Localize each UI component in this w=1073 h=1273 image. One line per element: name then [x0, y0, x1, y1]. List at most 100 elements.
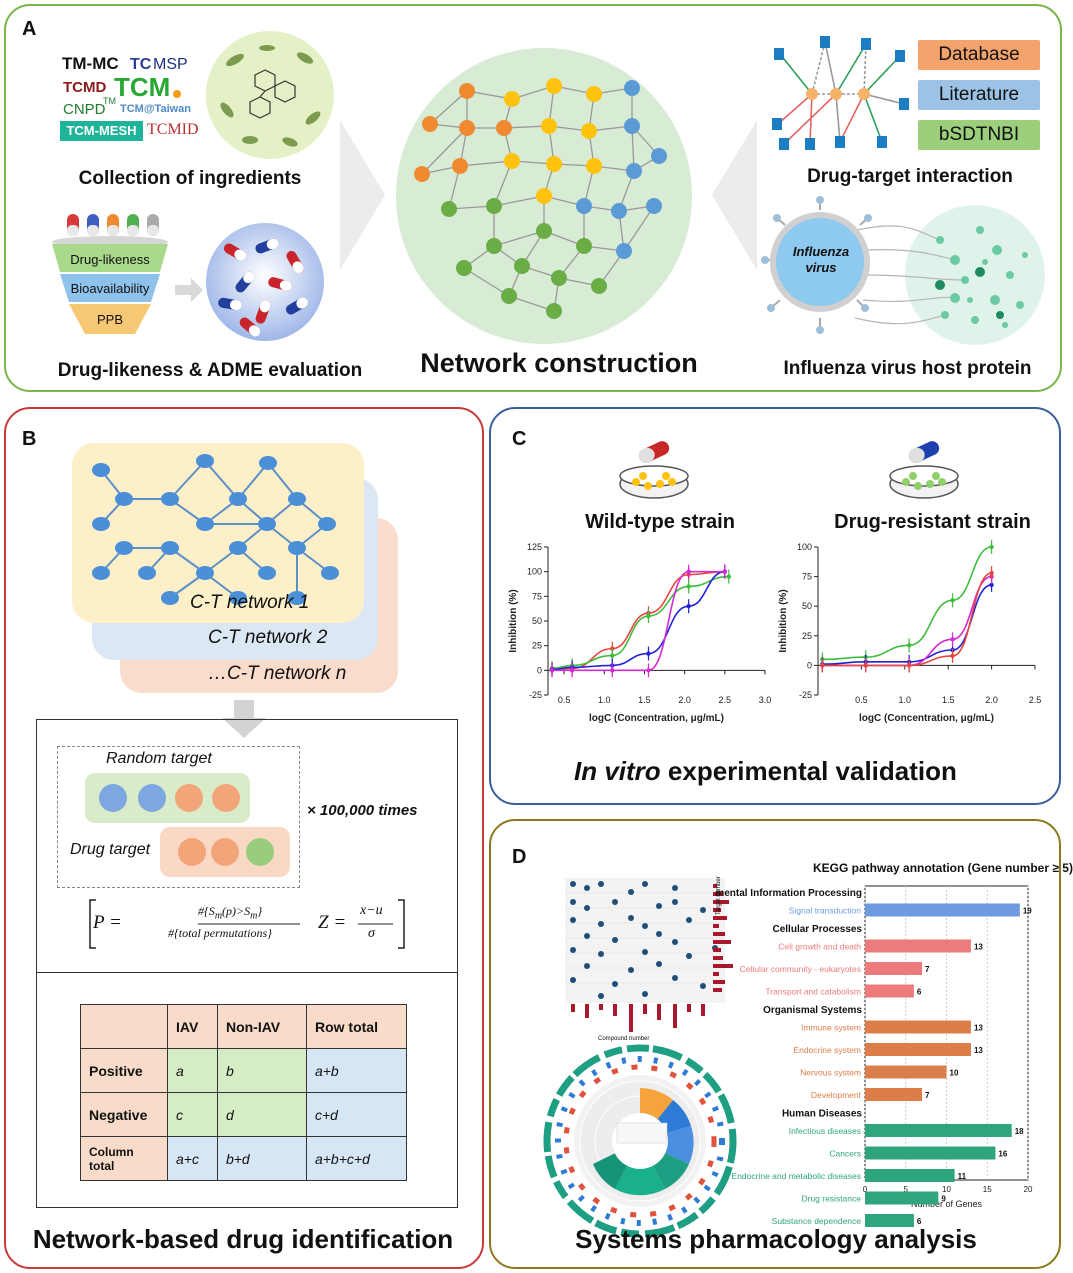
- panel-c: [489, 407, 1061, 805]
- data-point: [950, 637, 955, 642]
- data-point: [722, 569, 728, 574]
- kegg-bar-value: 11: [958, 1172, 967, 1181]
- data-point: [820, 663, 825, 668]
- network-caption: Network construction: [420, 348, 698, 378]
- compound-number-axis: Compound number: [598, 1036, 650, 1042]
- table-row: Column total a+c b+d a+b+c+d: [80, 1136, 408, 1181]
- funnel-label-ppb: PPB: [96, 312, 123, 327]
- kegg-pathway-label: Drug resistance: [801, 1194, 861, 1204]
- source-database-tag: Database: [918, 40, 1040, 70]
- influenza-virus-particle: [761, 196, 872, 334]
- data-point: [646, 668, 651, 673]
- table-cell: c+d: [305, 1092, 408, 1137]
- formula-z-denominator: σ: [368, 926, 375, 941]
- y-tick-label: 25: [802, 631, 812, 641]
- kegg-pathway-label: Nervous system: [800, 1068, 861, 1078]
- kegg-pathway-label: Infectious diseases: [789, 1126, 861, 1136]
- data-point: [646, 651, 651, 656]
- data-point: [726, 574, 732, 579]
- x-tick-label: 2.5: [719, 695, 732, 705]
- adme-caption: Drug-likeness & ADME evaluation: [57, 360, 363, 381]
- funnel-arrow-icon: [175, 278, 203, 302]
- funnel-pills: [67, 214, 159, 236]
- network-illustration: [396, 48, 692, 344]
- data-point: [610, 653, 615, 658]
- drug-resistant-dish-icon: [889, 441, 959, 499]
- kegg-group-heading: Organismal Systems: [763, 1005, 862, 1016]
- kegg-bar: [865, 939, 971, 953]
- x-tick-label: 20: [1024, 1185, 1033, 1194]
- source-literature-tag: Literature: [918, 80, 1040, 110]
- data-point: [686, 569, 691, 574]
- data-point: [646, 613, 651, 619]
- contingency-table: IAV Non-IAV Row total Positive a b a+b N…: [80, 1004, 408, 1181]
- kegg-pathway-label: Immune system: [801, 1023, 861, 1033]
- formula-z-numerator: x−u: [360, 903, 383, 918]
- table-cell: a+b+c+d: [305, 1136, 408, 1181]
- kegg-pathway-label: Transport and catabolism: [765, 987, 861, 997]
- logo-tcm-dot: [173, 90, 181, 98]
- data-point: [906, 643, 912, 648]
- panel-d-caption: Systems pharmacology analysis: [575, 1224, 977, 1254]
- logo-tcm-taiwan: TCM@Taiwan: [120, 103, 192, 115]
- virus-label-line1: Influenza: [792, 244, 850, 259]
- formula-brackets: [89, 899, 405, 949]
- y-tick-label: 50: [802, 601, 812, 611]
- table-cell: [80, 1004, 168, 1049]
- random-target-label: Random target: [106, 750, 212, 767]
- circular-enrichment-plot: [543, 1044, 737, 1238]
- data-point: [989, 570, 994, 576]
- x-tick-label: 15: [983, 1185, 992, 1194]
- drug-target-label: Drug target: [70, 841, 151, 858]
- funnel-level-druglikeness: [52, 244, 168, 272]
- kegg-bar-value: 18: [1015, 1127, 1024, 1136]
- kegg-bar: [865, 1169, 955, 1182]
- drug-target-nodes: [178, 838, 274, 866]
- y-tick-label: 75: [532, 591, 542, 601]
- kegg-bar-value: 9: [941, 1195, 946, 1204]
- host-caption: Influenza virus host protein: [783, 358, 1032, 379]
- x-tick-label: 1.5: [942, 695, 955, 705]
- x-tick-label: 0: [863, 1185, 868, 1194]
- table-cell: a+b: [305, 1048, 408, 1093]
- table-cell: d: [216, 1092, 307, 1137]
- kegg-bar: [865, 962, 923, 975]
- x-axis-label: logC (Concentration, μg/mL): [859, 713, 994, 724]
- y-tick-label: 100: [527, 567, 542, 577]
- data-point: [950, 598, 955, 603]
- table-row-header: Column total: [80, 1136, 168, 1181]
- kegg-title: KEGG pathway annotation (Gene number ≥ 5…: [813, 861, 1073, 875]
- network-2-label: C-T network 2: [208, 627, 328, 648]
- dti-network-illustration: [772, 36, 909, 150]
- kegg-pathway-label: Development: [811, 1090, 862, 1100]
- kegg-pathway-label: Endocrine and metabolic diseases: [732, 1171, 861, 1181]
- kegg-bar-value: 16: [998, 1150, 1007, 1159]
- x-tick-label: 10: [942, 1185, 951, 1194]
- pills-illustration: [206, 223, 324, 341]
- table-cell: a: [167, 1048, 218, 1093]
- x-tick-label: 0.5: [855, 695, 868, 705]
- chevron-right-stage-icon: [712, 120, 757, 270]
- logo-tcmid: TCMID: [147, 121, 199, 138]
- data-point: [950, 653, 955, 659]
- kegg-bar: [865, 903, 1020, 917]
- funnel-label-druglikeness: Drug-likeness: [70, 252, 150, 267]
- logo-tcm: TCM: [114, 72, 171, 102]
- kegg-bar-value: 13: [974, 1024, 983, 1033]
- kegg-bar: [865, 1146, 996, 1160]
- x-tick-label: 3.0: [759, 695, 772, 705]
- y-tick-label: 125: [527, 542, 542, 552]
- y-axis-label: Inhibition (%): [778, 589, 789, 652]
- virus-label-line2: virus: [805, 260, 837, 275]
- logo-cnpd-tm: TM: [103, 96, 116, 106]
- y-tick-label: 0: [807, 660, 812, 670]
- funnel-illustration: [52, 214, 168, 334]
- logo-tm-mc: TM-MC: [62, 54, 119, 73]
- kegg-bar-value: 6: [917, 988, 922, 997]
- kegg-bar-value: 6: [917, 1217, 922, 1226]
- y-tick-label: 25: [532, 641, 542, 651]
- wild-type-dish-icon: [619, 441, 689, 499]
